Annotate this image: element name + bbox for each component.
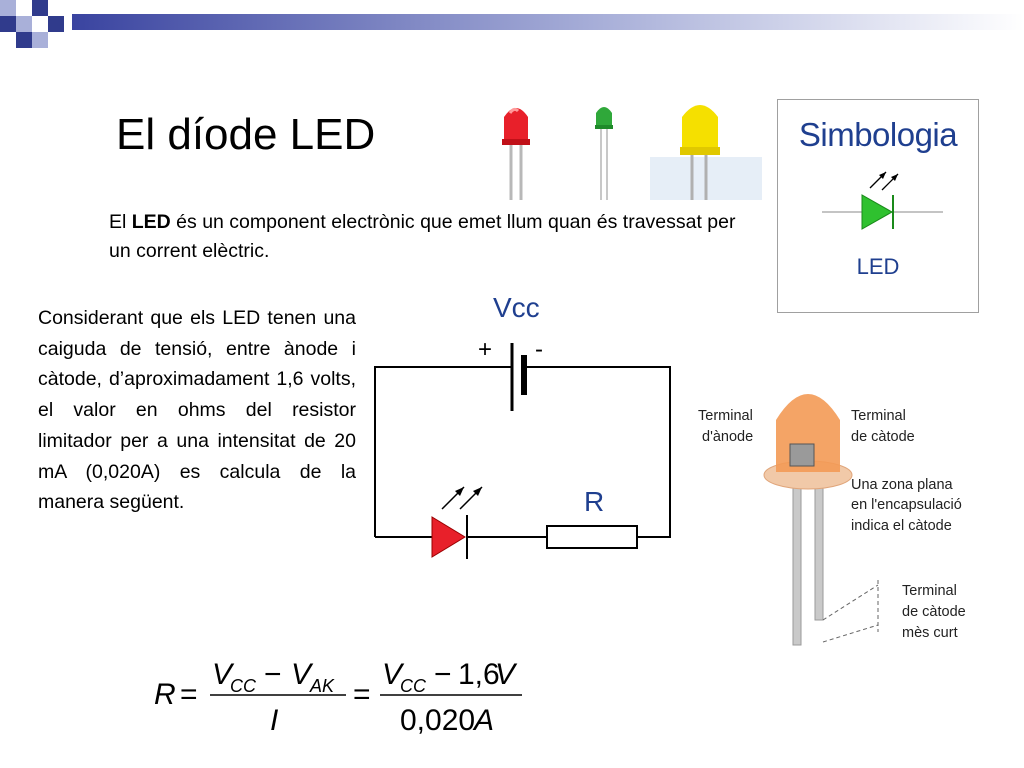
flat-zone-label-1: Una zona plana (851, 477, 954, 493)
formula-num2-v: V (382, 658, 405, 691)
formula-num1-ak: AK (309, 676, 335, 696)
plus-sign: + (478, 336, 492, 363)
battery-icon (510, 343, 527, 411)
formula-num2-val: 1,6 (458, 658, 500, 691)
deco-square-7 (32, 32, 48, 48)
led-die (789, 443, 815, 467)
formula-eq1: = (180, 678, 198, 711)
led-legs (792, 484, 824, 646)
short-terminal-label-2: de càtode (902, 604, 966, 620)
deco-square-5 (16, 16, 32, 32)
intro-bold: LED (131, 211, 171, 233)
anode-label-1: Terminal (698, 408, 753, 424)
cathode-label-1: Terminal (851, 408, 906, 424)
formula-eq2: = (353, 678, 371, 711)
resistor-label: R (584, 486, 604, 517)
formula-minus1: − (264, 658, 282, 691)
symbology-led-label: LED (856, 254, 900, 279)
short-terminal-label-3: mès curt (902, 625, 958, 641)
circuit-led-icon (431, 486, 483, 559)
resistance-formula: R = V CC − V AK I = V CC − 1,6 V 0,020 A (154, 658, 522, 737)
short-terminal-label-1: Terminal (902, 583, 957, 599)
short-leg-indicator (822, 580, 879, 643)
intro-suffix: és un component electrònic que emet llum… (109, 211, 736, 262)
formula-minus2: − (434, 658, 452, 691)
formula-lhs: R (154, 678, 176, 711)
header-bar (72, 14, 1024, 30)
circuit-wires (374, 366, 671, 538)
formula-den2: 0,020 (400, 704, 475, 737)
formula-den1: I (270, 704, 278, 737)
formula-den2-unit: A (472, 704, 494, 737)
deco-square-3 (32, 0, 48, 16)
symbology-box: Simbologia LED (777, 99, 979, 313)
deco-square-1 (0, 0, 16, 16)
led-photos (502, 105, 762, 200)
intro-prefix: El (109, 211, 132, 233)
cathode-label-2: de càtode (851, 429, 915, 445)
yellow-led-photo (680, 105, 720, 200)
formula-num1-v2: V (291, 658, 314, 691)
deco-square-4 (0, 16, 16, 32)
flat-zone-label-2: en l'encapsulació (851, 497, 962, 513)
led-symbol-icon (822, 171, 943, 230)
led-anatomy-diagram: Terminal d'ànode Terminal de càtode Una … (698, 394, 966, 646)
header-decoration (0, 0, 1024, 48)
deco-square-6 (48, 16, 64, 32)
minus-sign: - (535, 336, 543, 363)
green-led-photo (595, 107, 613, 200)
symbology-title: Simbologia (798, 116, 958, 153)
resistor-icon (546, 525, 638, 549)
red-led-photo (502, 107, 530, 200)
intro-text: El LED és un component electrònic que em… (109, 208, 759, 266)
formula-num1-v: V (212, 658, 235, 691)
explanation-paragraph: Considerant que els LED tenen una caigud… (38, 307, 356, 514)
anode-label-2: d'ànode (702, 429, 753, 445)
formula-num2-cc: CC (400, 676, 427, 696)
formula-num2-unit: V (495, 658, 518, 691)
deco-square-2 (16, 0, 32, 16)
page-title: El díode LED (116, 110, 376, 159)
formula-num1-cc: CC (230, 676, 257, 696)
flat-zone-label-3: indica el càtode (851, 518, 952, 534)
circuit-diagram: Vcc + - R (374, 292, 671, 559)
vcc-label: Vcc (493, 292, 540, 323)
deco-square-8 (16, 32, 32, 48)
